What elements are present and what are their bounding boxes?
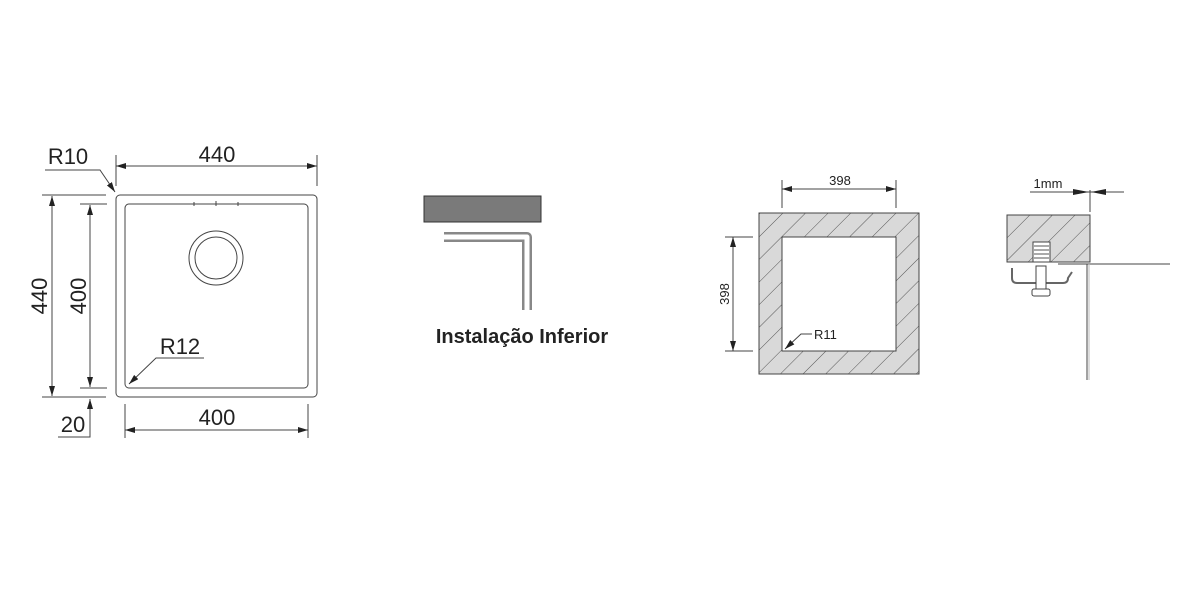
clamp-detail: 1mm [1006, 176, 1170, 380]
outer-radius-label: R10 [48, 144, 88, 169]
installation-label: Instalação Inferior [436, 326, 608, 348]
overflow-marks [193, 201, 239, 206]
cutout-hatched-frame [758, 212, 920, 375]
cutout-radius-label: R11 [814, 327, 837, 342]
inner-radius-label: R12 [160, 334, 200, 359]
sink-profile [444, 232, 532, 310]
cutout-template: 398 398 R11 [717, 173, 920, 375]
screw [1035, 265, 1047, 290]
threaded-insert [1032, 241, 1051, 263]
cutout-height-label: 398 [717, 283, 732, 305]
gap-label: 1mm [1034, 176, 1063, 191]
inner-width-label: 400 [199, 405, 236, 430]
cutout-width-label: 398 [829, 173, 851, 188]
sink-bowl-outline [124, 203, 309, 389]
outer-width-label: 440 [199, 142, 236, 167]
drain-inner-ring [194, 236, 238, 280]
sink-outer-outline [115, 194, 318, 398]
countertop [423, 195, 542, 223]
inner-height-label: 400 [66, 278, 91, 315]
undermount-installation-icon: Instalação Inferior [423, 195, 608, 348]
outer-height-label: 440 [27, 278, 52, 315]
sink-top-view: 440 R10 440 400 20 R12 400 [27, 142, 318, 438]
flange-label: 20 [61, 412, 85, 437]
drain-icon [188, 230, 244, 286]
